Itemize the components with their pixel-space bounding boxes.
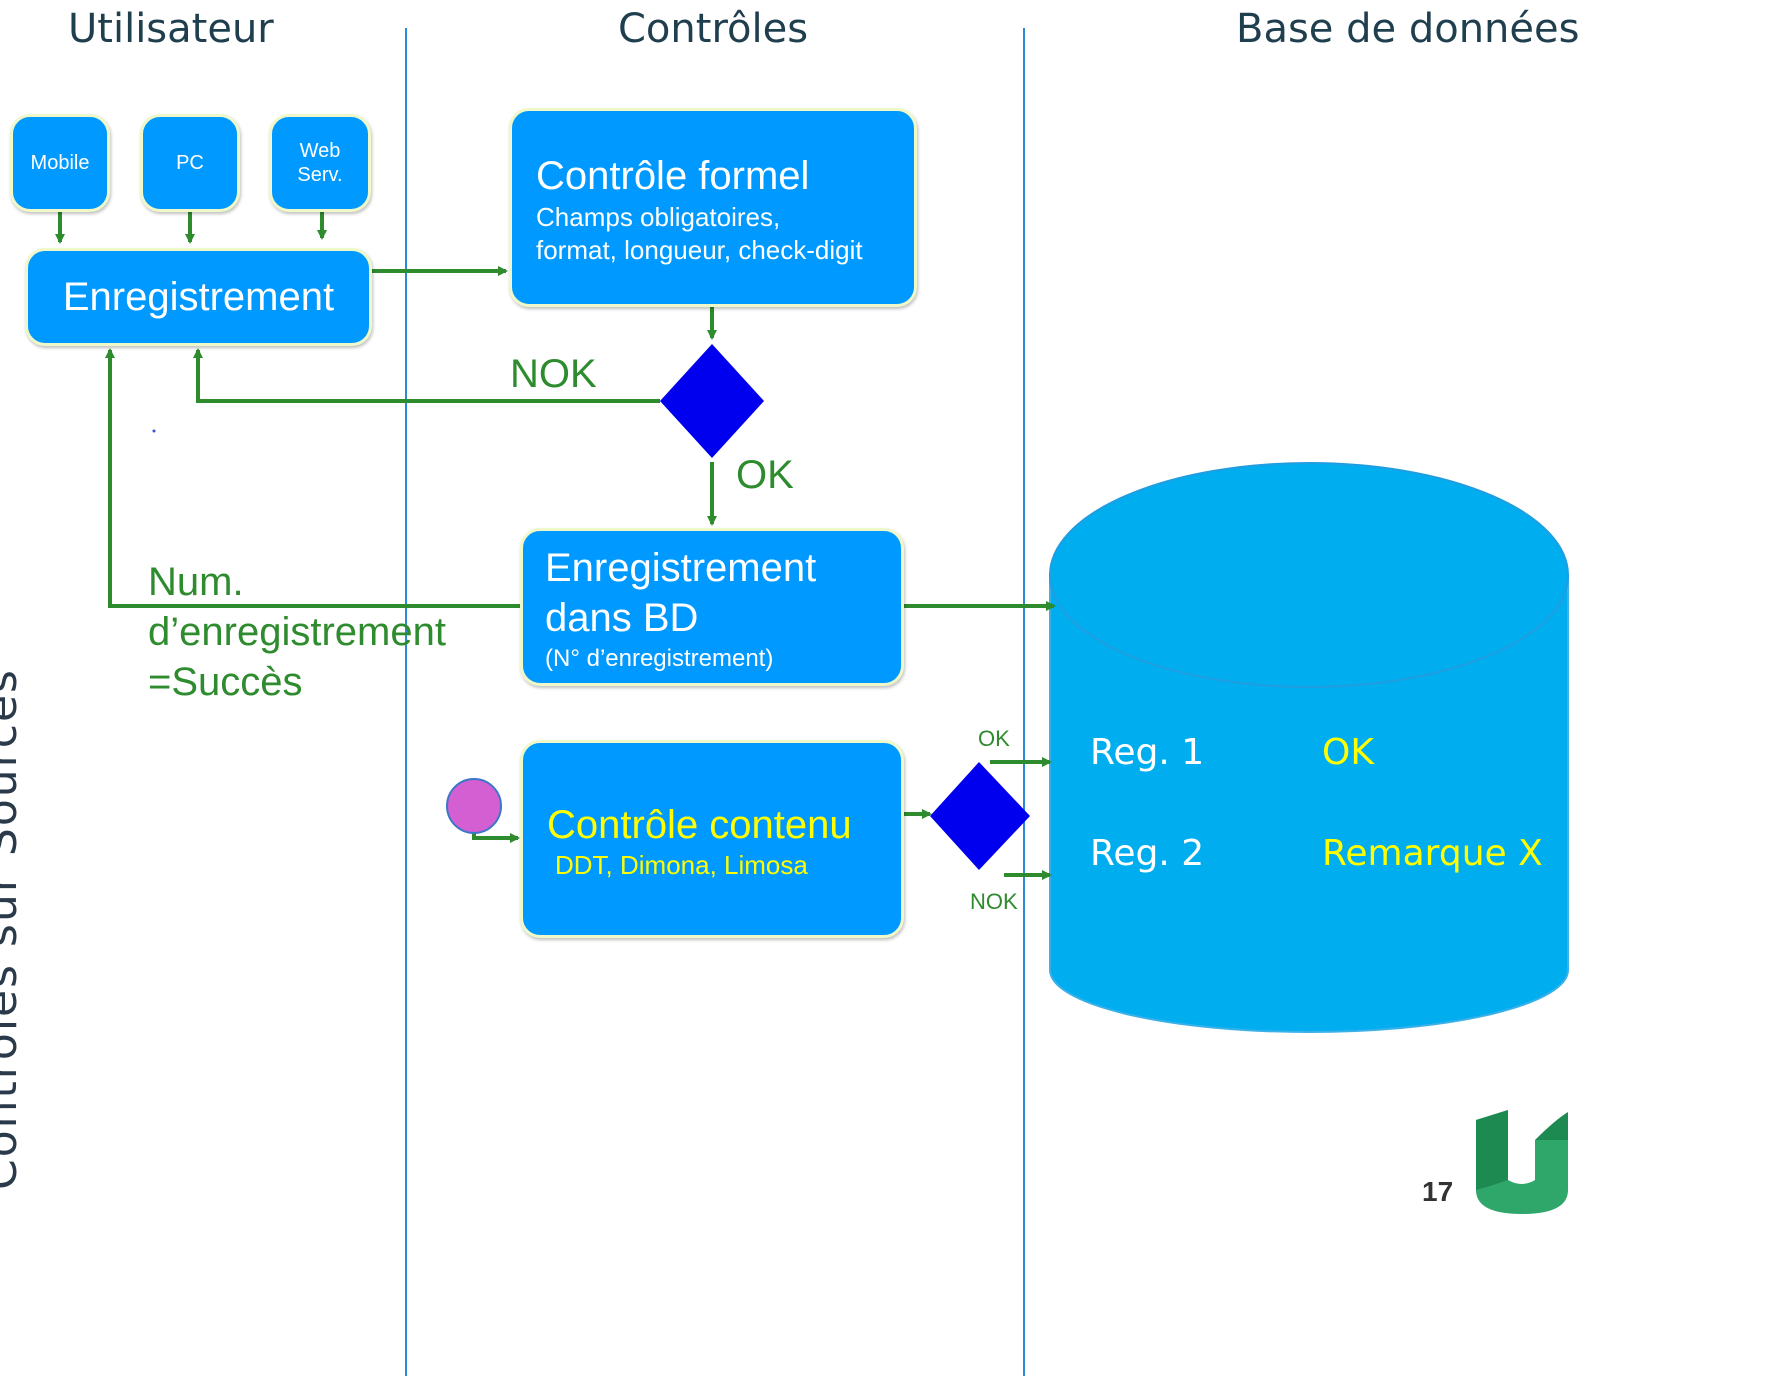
page-number: 17 (1422, 1176, 1454, 1207)
arrow-success-to-registration (105, 348, 522, 608)
db-row-reg1-label: Reg. 1 (1090, 732, 1205, 773)
logo (1476, 1110, 1568, 1214)
lane-title-database: Base de données (1236, 6, 1580, 52)
source-pc-label: PC (176, 152, 204, 174)
db-row-reg1-status: OK (1322, 732, 1374, 773)
stray-dot (152, 429, 156, 433)
db-row-reg2-label: Reg. 2 (1090, 833, 1205, 874)
decision-diamond-formal (660, 344, 764, 458)
decision-diamond-content (930, 762, 1030, 870)
source-web-label-line2: Serv. (297, 164, 343, 186)
db-row-reg2-status: Remarque X (1322, 833, 1543, 874)
content-check-subtitle: DDT, Dimona, Limosa (555, 850, 808, 880)
ok-small-label: OK (978, 726, 1010, 751)
formal-check-title: Contrôle formel (536, 154, 810, 198)
db-registration-line1: Enregistrement (545, 546, 817, 590)
lane-title-user: Utilisateur (68, 6, 274, 52)
content-check-title: Contrôle contenu (547, 803, 852, 847)
source-mobile-box[interactable]: Mobile (10, 114, 110, 212)
success-label-line3: =Succès (148, 660, 303, 704)
db-registration-line2: dans BD (545, 596, 699, 640)
db-registration-line3: (N° d’enregistrement) (545, 645, 774, 672)
database-cylinder (1049, 462, 1569, 1033)
formal-check-line1: Champs obligatoires, (536, 202, 781, 232)
db-registration-box[interactable]: Enregistrement dans BD (N° d’enregistrem… (520, 528, 904, 686)
registration-box[interactable]: Enregistrement (25, 248, 372, 346)
source-web-label-line1: Web (299, 140, 341, 162)
nok-label: NOK (510, 352, 597, 396)
lane-divider-2 (1023, 28, 1025, 1376)
source-web-service-box[interactable]: Web Serv. (269, 114, 371, 212)
nok-small-label: NOK (970, 889, 1018, 914)
source-mobile-label: Mobile (30, 152, 90, 174)
source-pc-box[interactable]: PC (140, 114, 240, 212)
lane-title-controls: Contrôles (618, 6, 809, 52)
arrow-nok-to-registration (193, 348, 660, 403)
registration-label: Enregistrement (62, 274, 335, 319)
ok-label: OK (736, 453, 794, 497)
lane-divider-1 (405, 28, 407, 1376)
side-vertical-text: Contrôles sur Sources (0, 668, 27, 1190)
success-label-line1: Num. (148, 560, 244, 604)
formal-check-box[interactable]: Contrôle formel Champs obligatoires, for… (509, 108, 917, 307)
success-label-line2: d’enregistrement (148, 610, 446, 654)
formal-check-line2: format, longueur, check-digit (536, 235, 863, 265)
content-check-box[interactable]: Contrôle contenu DDT, Dimona, Limosa (520, 740, 904, 938)
start-circle (446, 778, 502, 834)
